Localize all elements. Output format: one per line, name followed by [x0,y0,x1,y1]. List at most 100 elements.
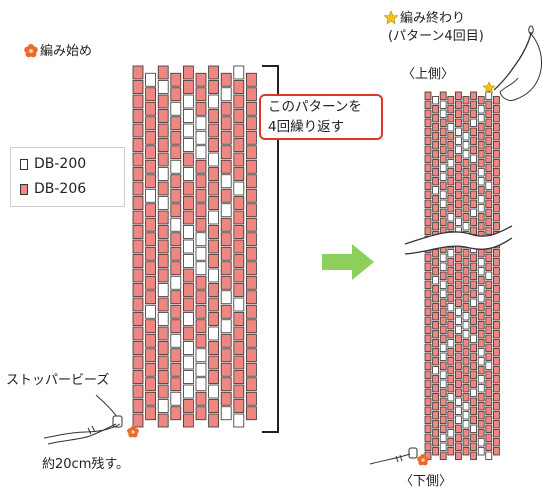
bead-small [432,447,440,456]
bead-small [447,321,455,330]
bead-small [492,168,500,177]
bead-small [454,433,462,442]
bead-small [462,141,470,150]
bead-small [477,375,485,384]
bead [245,188,257,203]
break-line-top [404,225,513,245]
bead-small [424,280,432,289]
bead [182,341,194,355]
bead-small [477,303,485,312]
bead [208,268,220,283]
bead [233,312,245,326]
bead [245,130,257,145]
bead [245,261,257,276]
bead-small [432,393,440,402]
bead [220,275,232,290]
legend: DB-200 DB-206 [10,147,125,207]
bead-small [462,348,470,357]
bead-small [424,370,432,379]
bead-small [439,298,447,307]
bottom-side-label: 〈下側〉 [400,474,453,489]
bead [170,391,182,406]
bead [157,225,169,239]
bead [132,138,144,152]
bead-small [462,195,470,204]
bead-small [424,271,432,280]
bead [145,377,157,392]
bead-small [424,136,432,145]
flower-icon [24,46,31,53]
bead [157,355,169,370]
bead-small [470,307,478,316]
bead-small [462,222,470,231]
bead [132,399,144,413]
bead [182,326,194,341]
bead-small [424,415,432,424]
bead-small [477,402,485,411]
bead [208,225,220,239]
bead-small [447,438,455,447]
bead [195,246,207,261]
bead-small [477,438,485,447]
bead [132,167,144,181]
bead-small [439,415,447,424]
bead-small [485,325,493,334]
bead [245,406,257,421]
bead [132,152,144,167]
bead-small [485,181,493,190]
bead [233,254,245,268]
bead-small [439,271,447,280]
bead-small [485,253,493,262]
bead [233,94,245,109]
bead-small [424,253,432,262]
bead-small [470,316,478,325]
bead-small [432,249,440,258]
bead-small [432,114,440,123]
bead [145,130,157,145]
bead-small [485,397,493,406]
bead [208,65,220,80]
bead [182,413,194,428]
bead-small [424,433,432,442]
bead-small [462,375,470,384]
bead [245,232,257,247]
legend-item-db206: DB-206 [20,181,86,197]
bead-small [447,366,455,375]
bead [157,399,169,413]
bead-small [485,298,493,307]
bead [182,370,194,384]
bead-small [439,289,447,298]
bead-small [454,361,462,370]
bead [195,232,207,247]
bead-small [470,172,478,181]
bead-small [439,172,447,181]
bead-small [477,429,485,438]
bead [245,116,257,131]
bead-small [492,294,500,303]
bead [245,159,257,174]
bead [220,362,232,377]
bead [157,370,169,384]
bead [208,210,220,225]
bead-small [492,204,500,213]
bead-small [470,280,478,289]
bead [233,268,245,283]
bead-small [424,424,432,433]
bead-small [447,375,455,384]
bead [245,290,257,305]
bead [132,384,144,399]
bead-small [485,172,493,181]
bead-small [485,118,493,127]
thread [499,77,519,93]
bead-small [492,123,500,132]
bead-small [492,177,500,186]
bead-small [432,222,440,231]
bead [220,101,232,116]
bead-small [424,208,432,217]
bead [208,355,220,370]
bead [233,152,245,167]
bead [170,87,182,102]
bead-small [470,154,478,163]
bead-small [447,339,455,348]
bead-small [462,303,470,312]
